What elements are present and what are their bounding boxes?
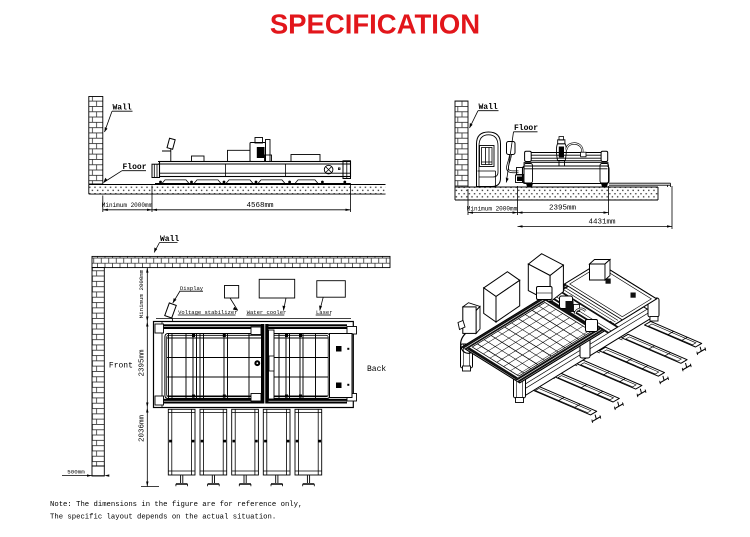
svg-text:Display: Display: [180, 285, 204, 292]
svg-text:Laser: Laser: [316, 309, 333, 316]
svg-text:2395mm: 2395mm: [549, 205, 577, 213]
svg-text:Wall: Wall: [160, 235, 179, 244]
svg-text:Front: Front: [109, 361, 133, 370]
svg-text:4568mm: 4568mm: [246, 202, 274, 210]
svg-text:Floor: Floor: [123, 163, 147, 172]
svg-text:Water cooler: Water cooler: [247, 309, 287, 316]
svg-text:500mm: 500mm: [67, 468, 85, 475]
svg-text:2395mm: 2395mm: [139, 349, 147, 377]
svg-text:The specific layout depends on: The specific layout depends on the actua…: [50, 514, 276, 522]
svg-text:Wall: Wall: [113, 104, 132, 113]
svg-text:SPECIFICATION: SPECIFICATION: [270, 9, 480, 40]
svg-text:Back: Back: [367, 365, 386, 374]
svg-text:2036mm: 2036mm: [139, 415, 147, 443]
svg-text:Note: The dimensions in the fi: Note: The dimensions in the figure are f…: [50, 501, 302, 509]
svg-text:Minimum 2000mm: Minimum 2000mm: [102, 202, 153, 209]
svg-text:4431mm: 4431mm: [588, 218, 616, 226]
svg-text:Wall: Wall: [479, 103, 498, 112]
svg-text:Voltage stabilizer: Voltage stabilizer: [178, 309, 237, 316]
svg-text:Floor: Floor: [514, 124, 538, 133]
svg-text:Minimum 2000mm: Minimum 2000mm: [467, 205, 518, 212]
svg-text:Minimum 2000mm: Minimum 2000mm: [138, 269, 145, 318]
